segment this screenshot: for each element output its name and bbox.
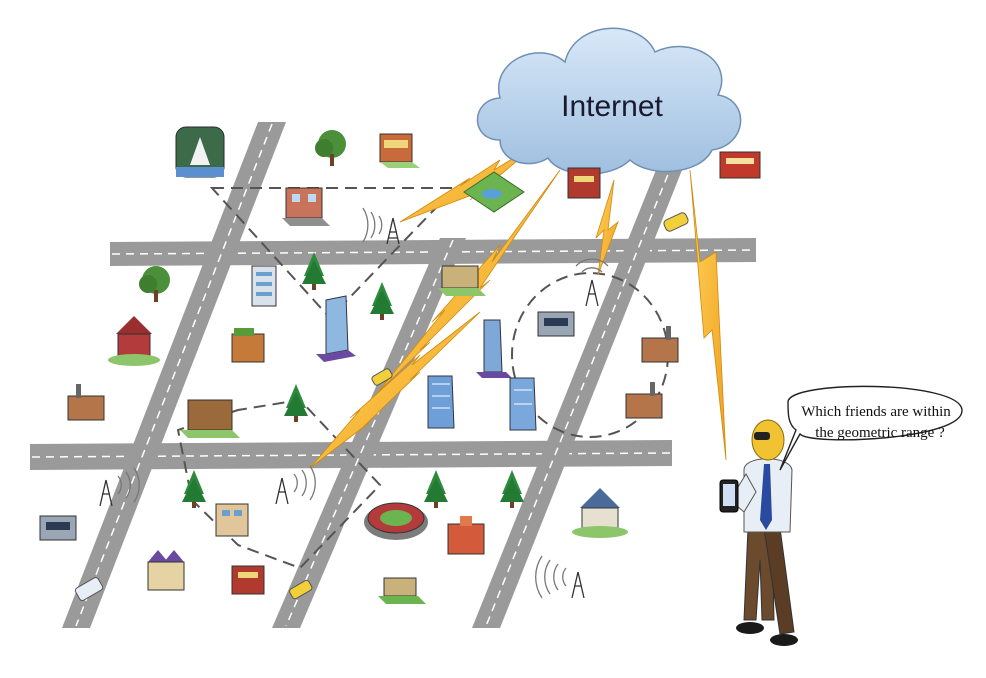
building-icon <box>379 133 420 168</box>
cell-tower-icon <box>99 467 140 507</box>
building-icon <box>231 565 265 595</box>
region-polygon-bottom <box>176 398 382 570</box>
factory-icon <box>641 326 679 363</box>
skyscraper-icon <box>476 319 512 378</box>
tree-icon <box>302 252 326 290</box>
factory-icon <box>625 382 663 419</box>
cell-tower-icon <box>362 207 400 245</box>
building-icon <box>180 399 240 438</box>
skyscraper-icon <box>427 375 455 429</box>
building-icon <box>251 265 277 307</box>
car-icon <box>663 212 689 232</box>
lake-scene-icon <box>175 126 225 178</box>
building-icon <box>108 316 160 366</box>
bolt-lower-left <box>309 311 481 469</box>
person-with-phone-icon <box>719 419 798 646</box>
internet-cloud-icon: Internet <box>476 27 742 175</box>
cell-towers <box>99 207 609 599</box>
cars <box>74 212 689 601</box>
tree-icon <box>182 470 206 508</box>
tree-icon <box>424 470 448 508</box>
building-icon <box>147 550 185 591</box>
car-icon <box>74 577 104 601</box>
skyscraper-icon <box>509 377 537 431</box>
tree-icon <box>315 130 346 166</box>
factory-icon <box>67 384 105 421</box>
building-icon <box>719 151 761 179</box>
house-icon <box>572 488 628 538</box>
road-diagonal-3 <box>472 160 686 628</box>
car-icon <box>371 368 393 386</box>
buildings <box>39 126 761 604</box>
tree-icon <box>370 282 394 320</box>
park-icon <box>463 171 525 213</box>
building-icon <box>567 167 601 199</box>
tree-icon <box>139 266 170 302</box>
speech-bubble: Which friends are within the geometric r… <box>779 385 963 471</box>
internet-label: Internet <box>561 90 663 123</box>
region-polygon-top <box>209 187 458 320</box>
tree-icon <box>500 470 524 508</box>
tree-icon <box>284 384 308 422</box>
speech-bubble-line-1: Which friends are within <box>801 404 951 420</box>
bolt-circle-tower <box>595 179 619 276</box>
building-icon <box>438 265 486 296</box>
skyscraper-icon <box>316 295 356 362</box>
building-icon <box>447 516 485 555</box>
cell-tower-icon <box>575 258 609 307</box>
bolt-person <box>689 169 727 461</box>
cell-tower-icon <box>275 465 316 505</box>
speech-bubble-line-2: the geometric range ? <box>815 425 945 441</box>
cell-tower-icon <box>535 555 585 599</box>
trees <box>139 130 524 508</box>
building-icon <box>282 187 330 226</box>
building-icon <box>215 503 249 537</box>
building-icon <box>537 311 575 337</box>
stadium-icon <box>364 502 428 540</box>
car-icon <box>289 579 313 600</box>
building-icon <box>378 577 426 604</box>
building-icon <box>39 515 77 541</box>
building-icon <box>231 328 265 363</box>
